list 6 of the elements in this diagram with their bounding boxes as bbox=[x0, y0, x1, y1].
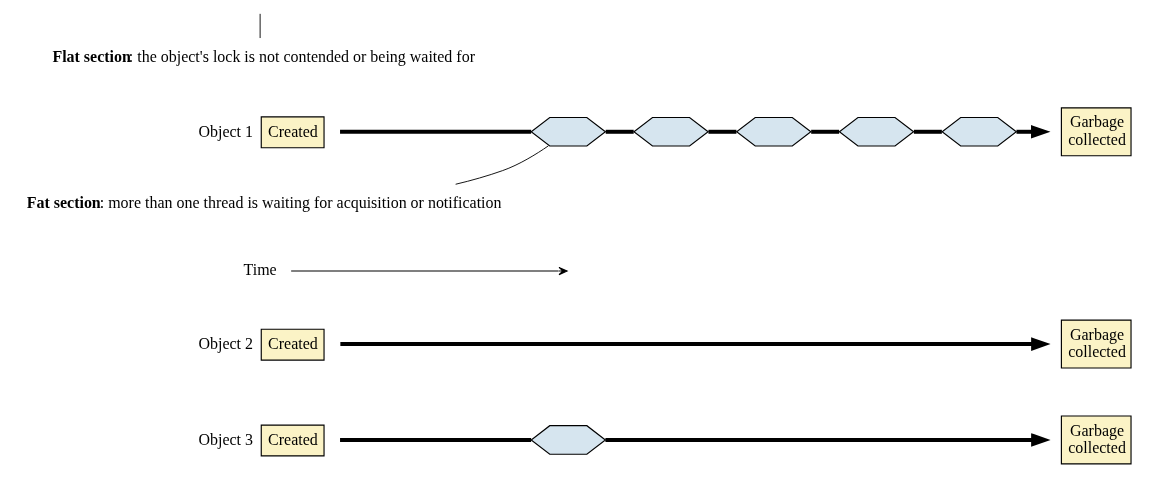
label: Time bbox=[243, 261, 277, 279]
node-text: Flat section: the object's lock is not contended or being waited for bbox=[51, 47, 475, 65]
node-label: Object 3 bbox=[197, 430, 253, 448]
node-text: Fat section: more than one thread is waiting for acquisition or notification bbox=[26, 193, 502, 211]
node-label: Object 2 bbox=[197, 334, 253, 352]
node-label: Object 1 bbox=[197, 122, 253, 140]
